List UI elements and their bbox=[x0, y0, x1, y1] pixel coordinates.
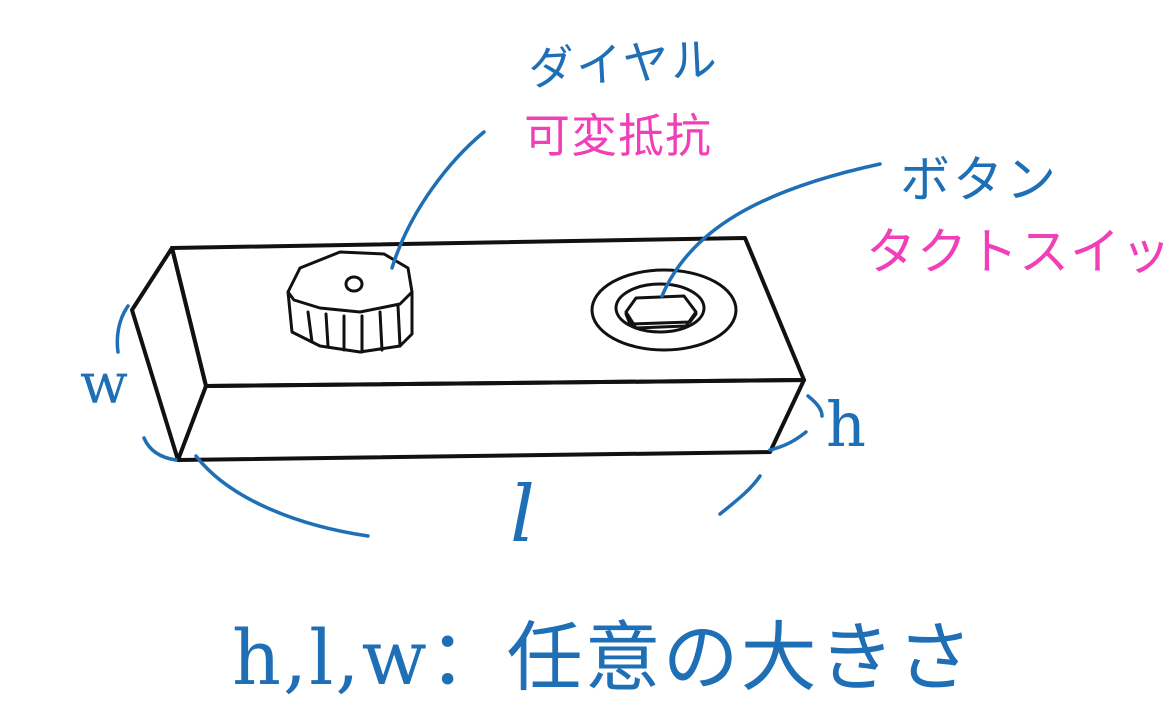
button-cap-edge bbox=[624, 312, 698, 326]
dial-ridges bbox=[306, 304, 402, 354]
dial-side bbox=[286, 290, 414, 354]
button-drawing bbox=[590, 268, 738, 352]
h-dim-arc-top bbox=[806, 394, 824, 418]
box-outline bbox=[130, 236, 806, 462]
l-dim-arc-left bbox=[194, 454, 370, 538]
button-cap bbox=[624, 294, 698, 330]
dial-name-label: ダイヤル bbox=[526, 32, 721, 96]
button-part-label: タクトスイッチ bbox=[866, 223, 1174, 281]
button-inner-ring bbox=[614, 282, 706, 334]
w-dim-arc-bottom bbox=[142, 436, 178, 462]
length-dimension-label: l bbox=[510, 470, 535, 560]
button-name-label: ボタン bbox=[900, 151, 1059, 209]
size-caption: h,l,w：任意の大きさ bbox=[232, 613, 975, 702]
button-outer-ring bbox=[590, 268, 738, 352]
l-dim-arc-right bbox=[718, 474, 762, 516]
width-dimension-label: w bbox=[80, 352, 128, 417]
height-dimension-label: h bbox=[826, 388, 866, 461]
h-dim-arc-bottom bbox=[768, 430, 808, 452]
button-leader-line bbox=[660, 162, 882, 298]
dial-part-label: 可変抵抗 bbox=[524, 109, 712, 163]
annotation-lines bbox=[115, 130, 882, 538]
dial-leader-line bbox=[390, 130, 486, 270]
box-top-face bbox=[170, 236, 806, 388]
box-top-left-edge bbox=[170, 246, 208, 388]
box-left-edge bbox=[130, 246, 180, 462]
box-front-face bbox=[176, 378, 806, 462]
dial-drawing bbox=[286, 250, 414, 354]
dial-center-hole bbox=[344, 275, 364, 293]
w-dim-arc-top bbox=[115, 304, 130, 354]
